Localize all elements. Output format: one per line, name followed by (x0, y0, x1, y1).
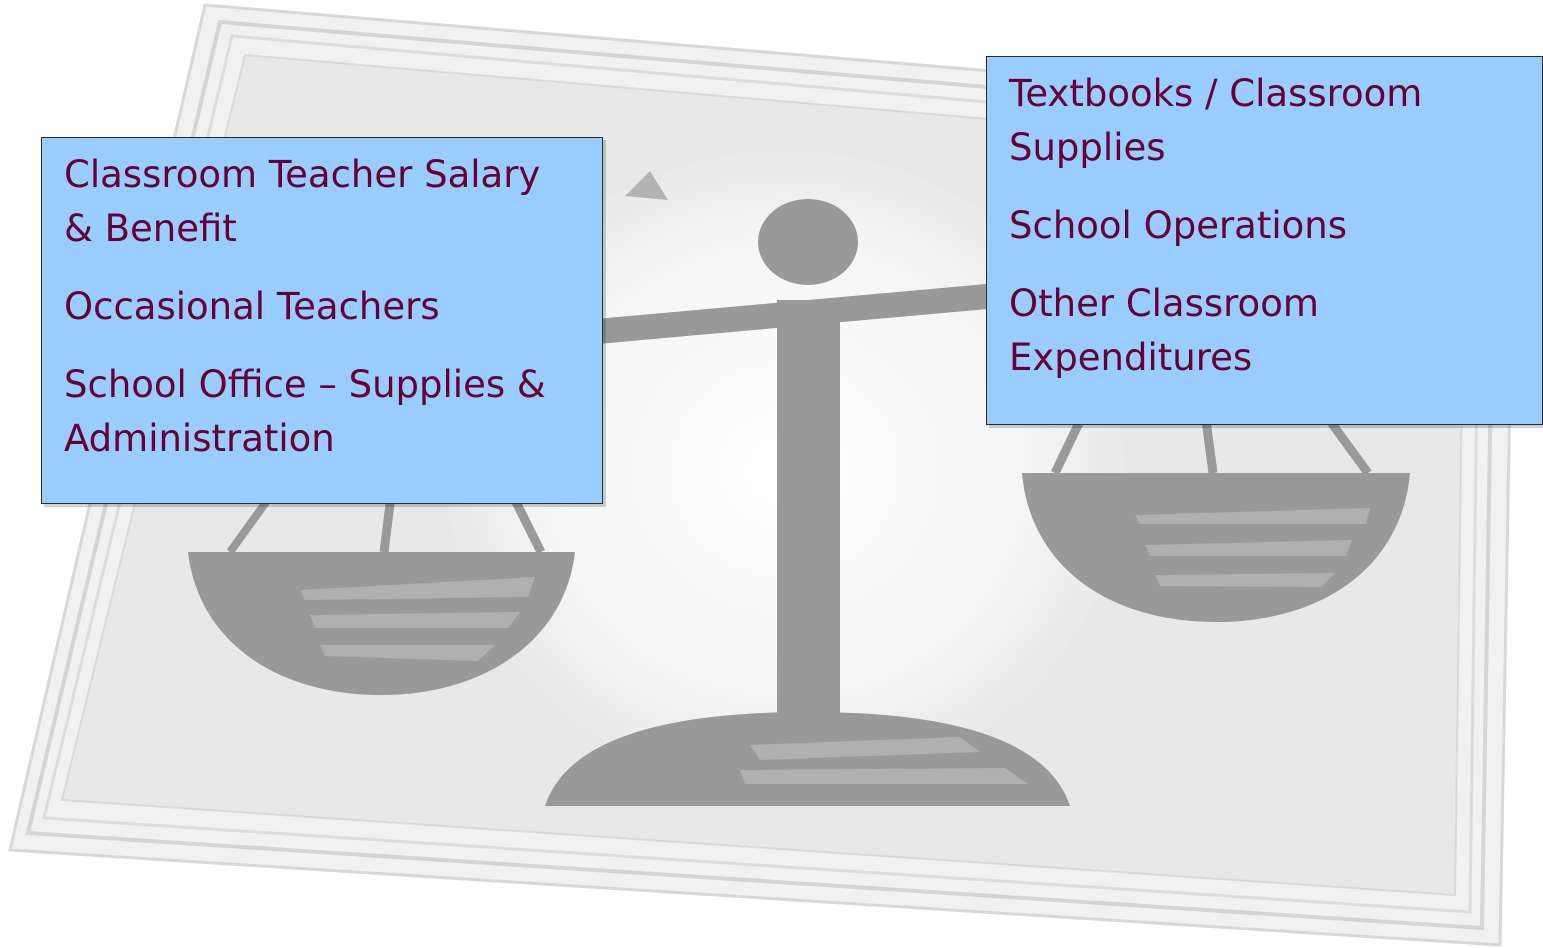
left-item-school-office: School Office – Supplies & Administratio… (64, 363, 546, 460)
balance-scale-icon (188, 171, 1410, 806)
right-item-textbooks: Textbooks / Classroom Supplies (1009, 72, 1423, 169)
left-item-occasional-teachers: Occasional Teachers (64, 285, 440, 328)
left-pan-label-box: Classroom Teacher Salary & Benefit Occas… (41, 137, 603, 504)
right-item-school-operations: School Operations (1009, 204, 1348, 247)
right-pan-label-box: Textbooks / Classroom Supplies School Op… (986, 56, 1543, 425)
right-item-other-classroom: Other Classroom Expenditures (1009, 282, 1319, 379)
left-item-teacher-salary: Classroom Teacher Salary & Benefit (64, 153, 541, 250)
